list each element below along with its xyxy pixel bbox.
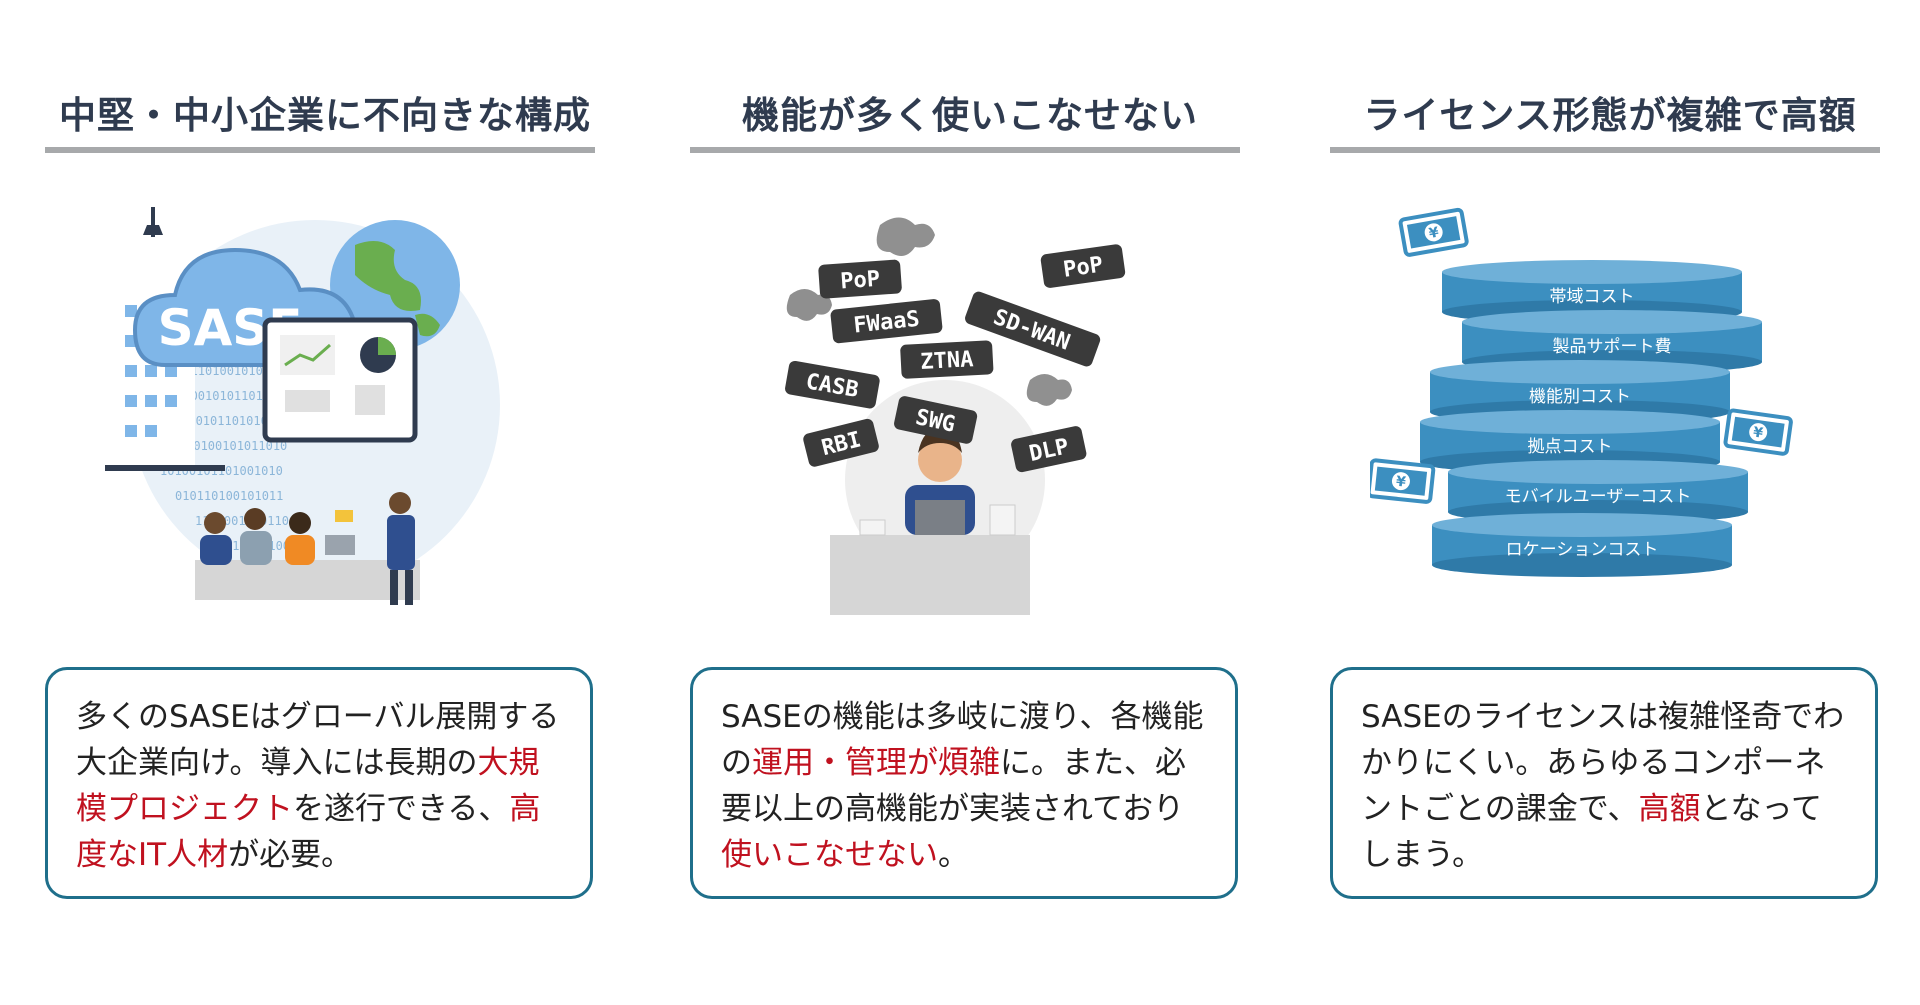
- desc-text: 多くのSASEはグローバル展開する大企業向け。導入には長期の: [76, 699, 560, 781]
- desc-text: に。また、必要以上の高機能が実装されており: [721, 745, 1186, 827]
- desc-text: SASEの機能は多岐に渡り、各機能の: [721, 699, 1204, 781]
- desc-text: となってしまう。: [1361, 791, 1822, 873]
- column-heading: 機能が多く使いこなせない: [742, 94, 1198, 137]
- cost-stack-illustration: 帯域コスト 製品サポート費 機能別コスト 拠点コスト モバイルユーザーコスト ロ…: [1370, 207, 1794, 577]
- desc-text: SASEのライセンスは複雑怪奇でわかりにくい。あらゆるコンポーネントごとの課金で…: [1361, 699, 1845, 827]
- description-box: 多くのSASEはグローバル展開する大企業向け。導入には長期の大規模プロジェクトを…: [45, 667, 593, 899]
- svg-text:010110100101011: 010110100101011: [175, 489, 283, 503]
- column-heading: 中堅・中小企業に不向きな構成: [59, 94, 591, 137]
- desc-highlight: 大規模プロジェクト: [76, 745, 540, 827]
- desc-highlight: 高度なIT人材: [76, 791, 541, 873]
- cost-layer-label: 製品サポート費: [1553, 337, 1672, 357]
- cost-layer-label: 帯域コスト: [1550, 287, 1635, 307]
- heading-divider: [690, 147, 1240, 153]
- desc-highlight: 運用・管理が煩雑: [752, 745, 1000, 781]
- function-tag: PoP: [1062, 252, 1105, 282]
- desc-text: を遂行できる、: [293, 791, 510, 827]
- description-box: SASEの機能は多岐に渡り、各機能の運用・管理が煩雑に。また、必要以上の高機能が…: [690, 667, 1238, 899]
- column-complex-license: ライセンス形態が複雑で高額 帯域コスト 製品サポート費 機能別コスト 拠点コスト…: [1330, 0, 1890, 1005]
- money-bill-symbol: ¥: [1428, 225, 1441, 242]
- desc-highlight: 高額: [1638, 791, 1701, 827]
- heading-divider: [45, 147, 595, 153]
- cost-layer-label: 拠点コスト: [1528, 437, 1613, 457]
- desc-text: 。: [938, 837, 969, 873]
- column-mid-small-business: 中堅・中小企業に不向きな構成 1101010001011001011101010…: [45, 0, 605, 1005]
- cost-layer-label: 機能別コスト: [1529, 387, 1631, 407]
- cost-layer-label: ロケーションコスト: [1506, 540, 1659, 560]
- overwhelmed-user-illustration: PoP FWaaS SD-WAN PoP CASB ZTNA SWG RBI D…: [785, 217, 1126, 615]
- column-too-many-functions: 機能が多く使いこなせない PoP FWaaS SD-WAN PoP CASB Z…: [690, 0, 1250, 1005]
- desc-highlight: 使いこなせない: [721, 837, 938, 873]
- sase-business-illustration: 110101000101100101110101000101 101001101…: [105, 207, 500, 605]
- cost-layer-label: モバイルユーザーコスト: [1505, 487, 1692, 507]
- column-heading: ライセンス形態が複雑で高額: [1363, 94, 1857, 137]
- heading-divider: [1330, 147, 1880, 153]
- description-box: SASEのライセンスは複雑怪奇でわかりにくい。あらゆるコンポーネントごとの課金で…: [1330, 667, 1878, 899]
- money-bill-symbol: ¥: [1395, 474, 1407, 491]
- function-tag: PoP: [839, 267, 880, 295]
- desc-text: が必要。: [228, 837, 353, 873]
- money-bill-symbol: ¥: [1752, 425, 1764, 442]
- function-tag: ZTNA: [920, 347, 974, 375]
